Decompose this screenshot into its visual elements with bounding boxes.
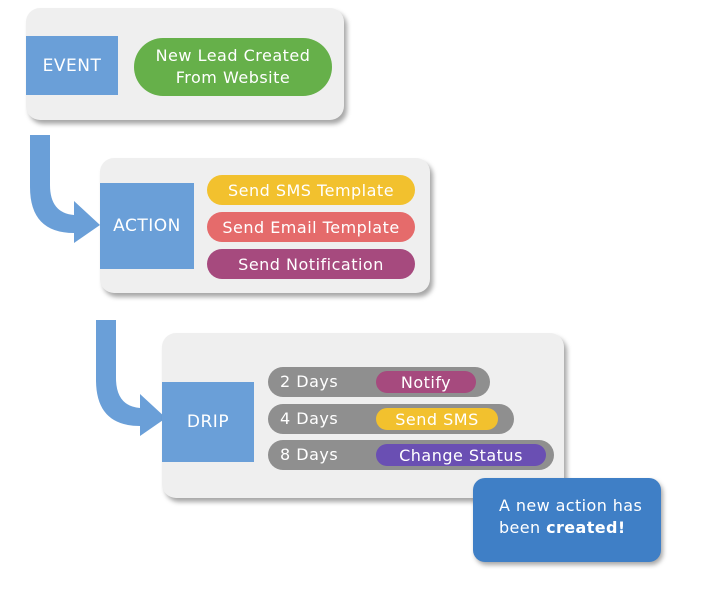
drip-label: DRIP <box>186 412 230 432</box>
flow-arrow-1 <box>30 135 100 243</box>
drip-row-4-days: 4 Days Send SMS <box>268 404 514 434</box>
action-tag: ACTION <box>100 183 194 269</box>
drip-row-days: 2 Days <box>280 372 339 391</box>
action-item-notification: Send Notification <box>207 249 415 279</box>
action-item-notification-label: Send Notification <box>238 254 384 274</box>
event-trigger-pill: New Lead Created From Website <box>134 38 332 96</box>
event-trigger-line2: From Website <box>175 68 291 87</box>
drip-tag: DRIP <box>162 382 254 462</box>
flow-arrow-2 <box>96 320 166 436</box>
action-item-email-label: Send Email Template <box>222 217 400 237</box>
drip-row-days: 4 Days <box>280 409 339 428</box>
event-tag: EVENT <box>26 36 118 95</box>
drip-row-days: 8 Days <box>280 445 339 464</box>
action-item-email: Send Email Template <box>207 212 415 242</box>
action-label: ACTION <box>113 216 181 236</box>
action-item-sms-label: Send SMS Template <box>227 180 395 200</box>
drip-row-8-days: 8 Days Change Status <box>268 440 554 470</box>
drip-row-action-notify: Notify <box>376 371 476 393</box>
action-created-notification: A new action has been created! <box>473 478 661 562</box>
event-label: EVENT <box>42 55 102 76</box>
drip-row-action-send-sms: Send SMS <box>376 408 498 430</box>
event-trigger-line1: New Lead Created <box>155 46 311 65</box>
drip-row-action-change-status: Change Status <box>376 444 546 466</box>
notification-text: A new action has been <box>499 496 643 537</box>
drip-row-2-days: 2 Days Notify <box>268 367 490 397</box>
action-item-sms: Send SMS Template <box>207 175 415 205</box>
notification-bold-text: created! <box>546 518 626 537</box>
